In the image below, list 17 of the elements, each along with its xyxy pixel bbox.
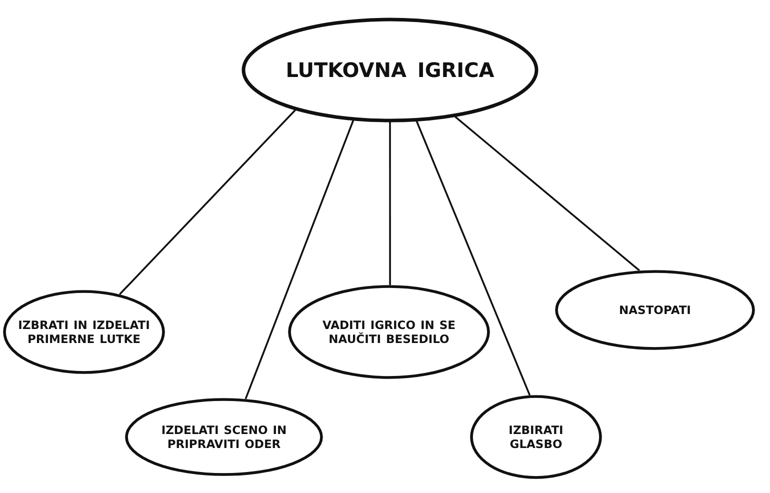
node-label: IZDELATI SCENO IN PRIPRAVITI ODER: [160, 422, 288, 452]
ellipse-node: [288, 285, 490, 379]
ellipse-node: [555, 270, 755, 350]
node-label: LUTKOVNA IGRICA: [284, 58, 496, 82]
node-label: IZBRATI IN IZDELATI PRIMERNE LUTKE: [17, 318, 151, 346]
ellipse-node: [242, 18, 538, 122]
ellipse-node: [3, 290, 165, 374]
connector-line: [244, 120, 354, 400]
connector-line: [389, 122, 391, 285]
connector-line: [416, 120, 531, 396]
node-label: NASTOPATI: [618, 302, 692, 318]
node-label: VADITI IGRICO IN SE NAUČITI BESEDILO: [321, 318, 457, 346]
node-label: IZBIRATI GLASBO: [508, 422, 564, 452]
connector-line: [119, 109, 296, 295]
ellipse-node: [125, 398, 323, 476]
connector-line: [454, 116, 640, 272]
ellipse-node: [470, 395, 602, 479]
